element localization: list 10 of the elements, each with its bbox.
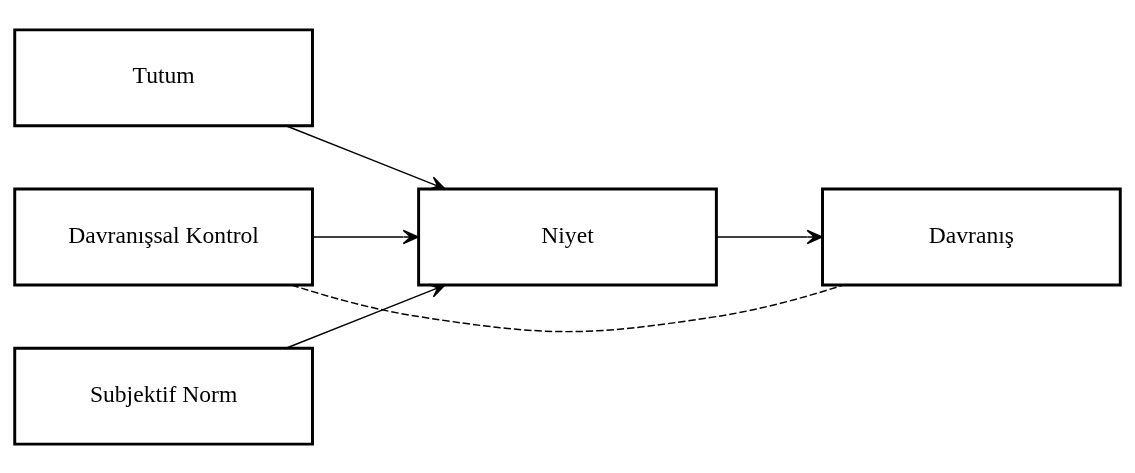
node-box: Subjektif Norm [13,346,314,446]
node-box: Tutum [13,27,314,127]
arrow [715,229,823,244]
node-box: Niyet [417,187,718,286]
node-box: Davranışsal Kontrol [13,187,314,286]
arrow [285,124,446,190]
arrow [311,229,419,244]
arrow [285,283,446,349]
connector [290,283,845,332]
node-box: Davranış [821,187,1122,286]
